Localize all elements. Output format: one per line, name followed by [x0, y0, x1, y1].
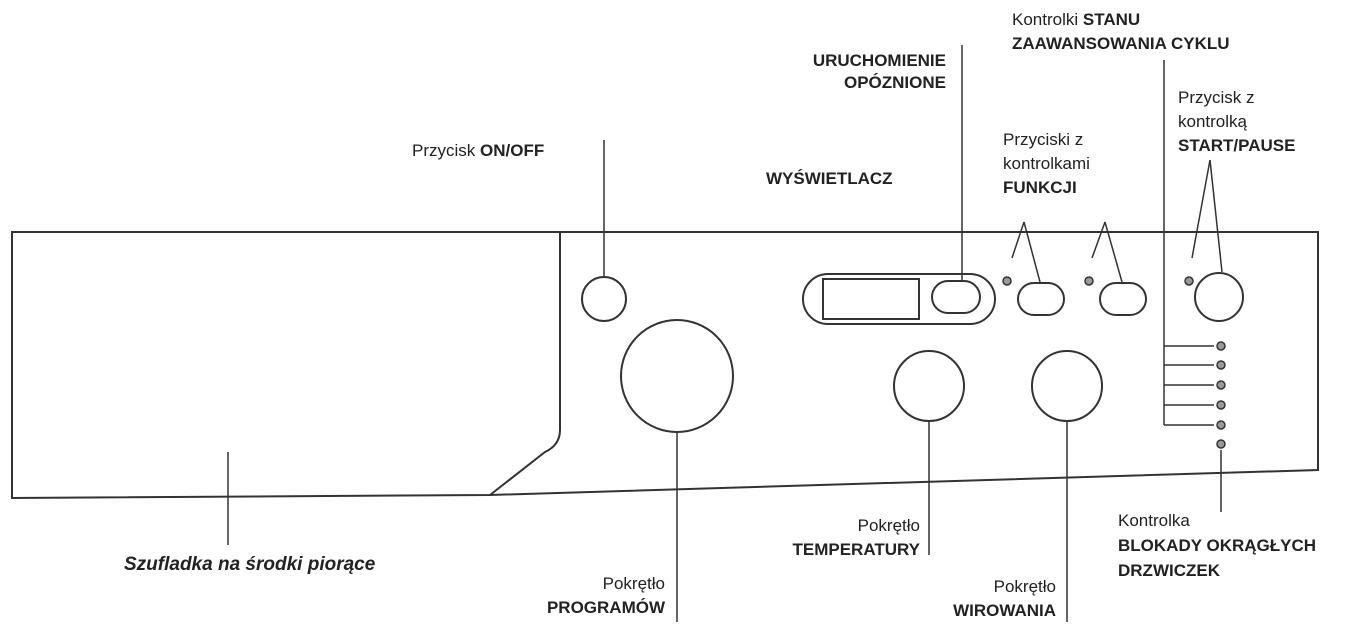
door-lock-led — [1216, 439, 1226, 449]
progress-led-1 — [1216, 341, 1226, 351]
spin-knob — [1031, 350, 1103, 422]
panel-outline — [11, 231, 1319, 500]
temperature-knob — [893, 350, 965, 422]
function-led-2 — [1084, 276, 1094, 286]
display-housing — [802, 273, 996, 325]
on-off-button — [581, 276, 627, 322]
leader-start-pause-b — [1209, 159, 1223, 273]
progress-led-2 — [1216, 360, 1226, 370]
leader-function-1b — [1023, 221, 1041, 283]
leader-function-2a — [1091, 221, 1106, 259]
function-button-2 — [1099, 282, 1147, 316]
progress-led-4 — [1216, 400, 1226, 410]
detergent-drawer — [12, 231, 561, 496]
delay-start-button — [931, 280, 981, 314]
program-knob — [620, 319, 734, 433]
start-pause-button — [1194, 272, 1244, 322]
display-screen — [822, 278, 920, 320]
drawer-label: Szufladka na środki piorące — [124, 554, 376, 575]
progress-led-3 — [1216, 380, 1226, 390]
function-led-1 — [1002, 276, 1012, 286]
leader-function-1a — [1011, 221, 1025, 259]
progress-led-5 — [1216, 420, 1226, 430]
function-button-1 — [1017, 282, 1065, 316]
display-label: WYŚWIETLACZ — [766, 169, 893, 188]
leader-start-pause-a — [1191, 159, 1211, 259]
start-pause-led — [1184, 276, 1194, 286]
leader-function-2b — [1104, 221, 1123, 283]
on-off-label: Przycisk ON/OFF — [412, 141, 545, 160]
